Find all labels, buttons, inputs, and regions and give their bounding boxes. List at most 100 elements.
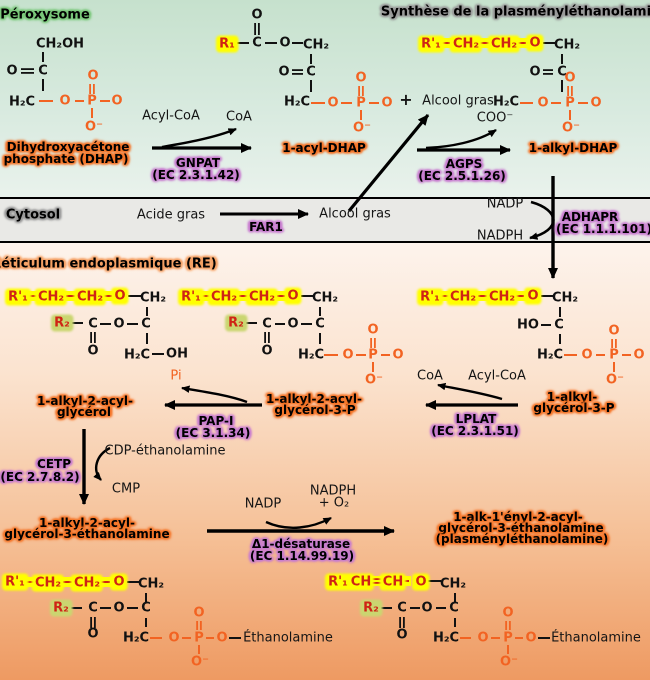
enzyme-cetp-ec: (EC 2.7.8.2) bbox=[0, 470, 80, 484]
acyldhap-atom: O bbox=[327, 95, 339, 111]
alkyldhap-atom: H₂C bbox=[492, 94, 520, 110]
pe-atom: R₂ bbox=[52, 600, 70, 616]
pe-atom: O bbox=[168, 630, 180, 646]
aagp-atom: R₂ bbox=[227, 315, 245, 331]
dhap-atom: C bbox=[38, 63, 48, 79]
pi-label: Pi bbox=[170, 368, 182, 384]
pe-atom: O bbox=[112, 574, 126, 590]
pe-atom: O bbox=[87, 626, 99, 642]
aagp-atom: CH₂ bbox=[209, 289, 239, 305]
aagp-atom: CH₂ bbox=[247, 289, 277, 305]
acyldhap-atom: O bbox=[278, 64, 290, 80]
coo-label: COO⁻ bbox=[476, 110, 514, 126]
agp-name: glycérol-3-P bbox=[533, 401, 615, 415]
pe-atom: R'₁ bbox=[4, 574, 26, 590]
aagp-atom: O bbox=[342, 347, 354, 363]
aag-atom: O bbox=[113, 288, 127, 304]
aag-name: 1-alkyl-2-acyl- bbox=[37, 394, 133, 408]
aag-atom: C bbox=[88, 316, 98, 332]
acyldhap-atom: O⁻ bbox=[353, 120, 371, 136]
nadph-label-1: NADPH bbox=[476, 228, 524, 244]
pe-atom: O⁻ bbox=[191, 654, 209, 670]
alcool-gras-cytosol: Alcool gras bbox=[319, 206, 391, 222]
enzyme-gnpat-ec: (EC 2.3.1.42) bbox=[152, 168, 240, 182]
nadp-label-2: NADP bbox=[244, 496, 282, 512]
ethanolamine-label: Éthanolamine bbox=[243, 630, 333, 646]
enzyme-desaturase: Δ1-désaturase bbox=[251, 537, 351, 551]
alkyldhap-atom: CH₂ bbox=[489, 36, 519, 52]
acyldhap-atom: CH₂ bbox=[302, 37, 330, 53]
aag-atom: C bbox=[141, 316, 151, 332]
aagp-atom: O⁻ bbox=[365, 372, 383, 388]
aage-name: glycérol-3-éthanolamine bbox=[4, 527, 170, 541]
ple-atom: CH bbox=[349, 574, 373, 590]
aagp-atom: C bbox=[262, 316, 272, 332]
aag-name: glycérol bbox=[56, 405, 112, 419]
agp-name: 1-alkyl- bbox=[546, 390, 598, 404]
pe-atom: C bbox=[88, 600, 98, 616]
aag-atom: O bbox=[113, 316, 125, 332]
enzyme-adhapr-ec: (EC 1.1.1.101) bbox=[556, 222, 650, 236]
agp-atom: O⁻ bbox=[606, 372, 624, 388]
alkyldhap-name: 1-alkyl-DHAP bbox=[528, 141, 618, 155]
enzyme-agps: AGPS bbox=[445, 157, 483, 171]
o2-label: + O₂ bbox=[318, 495, 350, 511]
cytosol-label: Cytosol bbox=[5, 207, 61, 223]
acyl-coa-label-2: Acyl-CoA bbox=[468, 368, 526, 384]
dhap-atom: O bbox=[6, 63, 18, 79]
acyldhap-atom: C bbox=[306, 64, 316, 80]
acyldhap-atom: C bbox=[252, 35, 262, 51]
enzyme-agps-ec: (EC 2.5.1.26) bbox=[418, 169, 506, 183]
nadp-label-1: NADP bbox=[486, 196, 524, 212]
dhap-atom: O⁻ bbox=[85, 119, 103, 135]
ple-atom: O bbox=[396, 627, 408, 643]
ple-atom: O bbox=[414, 574, 428, 590]
aagp-atom: O bbox=[261, 343, 273, 359]
pe-atom: CH₂ bbox=[137, 576, 165, 592]
agp-atom: O bbox=[526, 288, 540, 304]
acyldhap-atom: O bbox=[279, 35, 291, 51]
dhap-atom: O bbox=[87, 68, 99, 84]
aagp-atom: R'₁ bbox=[180, 289, 202, 305]
alkyldhap-atom: CH₂ bbox=[451, 36, 481, 52]
pe-atom: CH₂ bbox=[72, 575, 102, 591]
dhap-name: phosphate (DHAP) bbox=[3, 152, 129, 166]
acyldhap-atom: H₂C bbox=[283, 94, 311, 110]
acyldhap-atom: R₁ bbox=[218, 36, 236, 52]
ple-atom: CH bbox=[381, 574, 405, 590]
alcool-gras-top: Alcool gras bbox=[422, 93, 494, 109]
cdp-ethanolamine-label: CDP-éthanolamine bbox=[104, 443, 226, 459]
alkyldhap-atom: O⁻ bbox=[562, 120, 580, 136]
nadph-label-2: NADPH bbox=[309, 483, 357, 499]
acyldhap-atom: O bbox=[355, 70, 367, 86]
alkyldhap-atom: C bbox=[557, 64, 567, 80]
dhap-atom: O bbox=[111, 93, 123, 109]
ple-atom: O bbox=[502, 605, 514, 621]
agp-atom: P bbox=[609, 347, 619, 363]
aag-atom: O bbox=[87, 343, 99, 359]
ethanolamine-label-2: Éthanolamine bbox=[551, 630, 641, 646]
agp-atom: O bbox=[608, 323, 620, 339]
ple-atom: O bbox=[421, 600, 433, 616]
diagram-title: Synthèse de la plasményléthanolamine bbox=[380, 4, 650, 20]
peroxisome-region bbox=[0, 0, 650, 197]
acyldhap-name: 1-acyl-DHAP bbox=[282, 141, 366, 155]
plasmenyl-name: 1-alk-1'ényl-2-acyl- bbox=[453, 510, 583, 524]
aag-atom: CH₂ bbox=[75, 289, 105, 305]
coa-label: CoA bbox=[226, 109, 252, 125]
ple-atom: C bbox=[397, 600, 407, 616]
enzyme-papi-ec: (EC 3.1.34) bbox=[175, 426, 251, 440]
ple-atom: O bbox=[525, 630, 537, 646]
aagp-atom: P bbox=[368, 347, 378, 363]
pe-atom: O bbox=[113, 600, 125, 616]
dhap-atom: P bbox=[87, 93, 97, 109]
pe-atom: C bbox=[141, 600, 151, 616]
agp-atom: CH₂ bbox=[551, 290, 579, 306]
pe-atom: P bbox=[194, 630, 204, 646]
pe-atom: O bbox=[216, 630, 228, 646]
aagp-atom: CH₂ bbox=[311, 290, 339, 306]
aagp-atom: O bbox=[392, 347, 404, 363]
dhap-atom: CH₂OH bbox=[35, 36, 85, 52]
acyldhap-atom: P bbox=[356, 95, 366, 111]
agp-atom: O bbox=[581, 347, 593, 363]
